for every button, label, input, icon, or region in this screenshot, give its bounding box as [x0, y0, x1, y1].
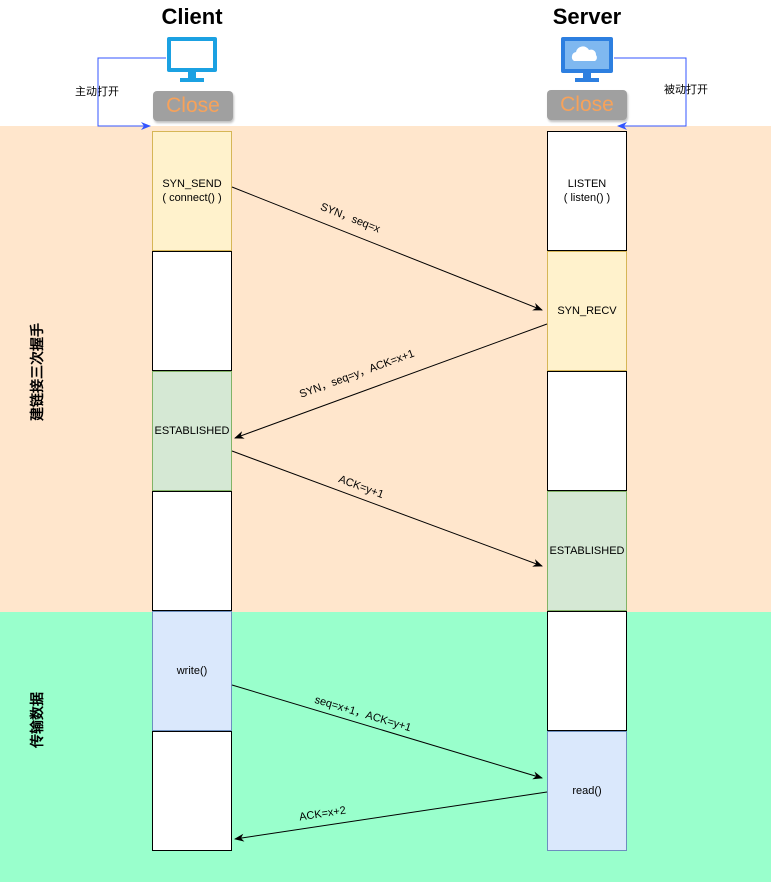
server-state-listen: LISTEN( listen() ) [547, 131, 627, 251]
client-state-blank [152, 731, 232, 851]
client-title: Client [161, 4, 223, 29]
ack-arrow [231, 450, 543, 567]
syn-ack-message-label: SYN，seq=y，ACK=x+1 [298, 348, 416, 401]
desktop-monitor-icon [167, 37, 217, 82]
data-arrow [231, 684, 543, 780]
client-active-open-label: 主动打开 [73, 83, 121, 99]
client-state-blank [152, 251, 232, 371]
server-state-blank [547, 371, 627, 491]
syn-arrow [231, 186, 543, 311]
server-state-blank [547, 611, 627, 731]
data-ack-arrow [234, 791, 548, 842]
server-state-read: read() [547, 731, 627, 851]
client-state-blank [152, 491, 232, 611]
server-close-state: Close [547, 90, 627, 120]
data-ack-message-label: ACK=x+2 [298, 805, 346, 824]
transfer-phase-band [0, 612, 771, 882]
syn-ack-arrow [234, 323, 548, 439]
client-open-connector [97, 57, 166, 130]
client-state-syn-send: SYN_SEND( connect() ) [152, 131, 232, 251]
client-state-write: write() [152, 611, 232, 731]
handshake-phase-band [0, 126, 771, 612]
server-state-established: ESTABLISHED [547, 491, 627, 611]
server-state-syn-recv: SYN_RECV [547, 251, 627, 371]
server-cloud-icon [561, 37, 613, 82]
client-close-state: Close [153, 91, 233, 121]
server-title: Server [552, 4, 622, 29]
ack-message-label: ACK=y+1 [337, 473, 385, 501]
server-open-connector [614, 57, 687, 130]
client-state-established: ESTABLISHED [152, 371, 232, 491]
syn-message-label: SYN，seq=x [318, 201, 382, 236]
